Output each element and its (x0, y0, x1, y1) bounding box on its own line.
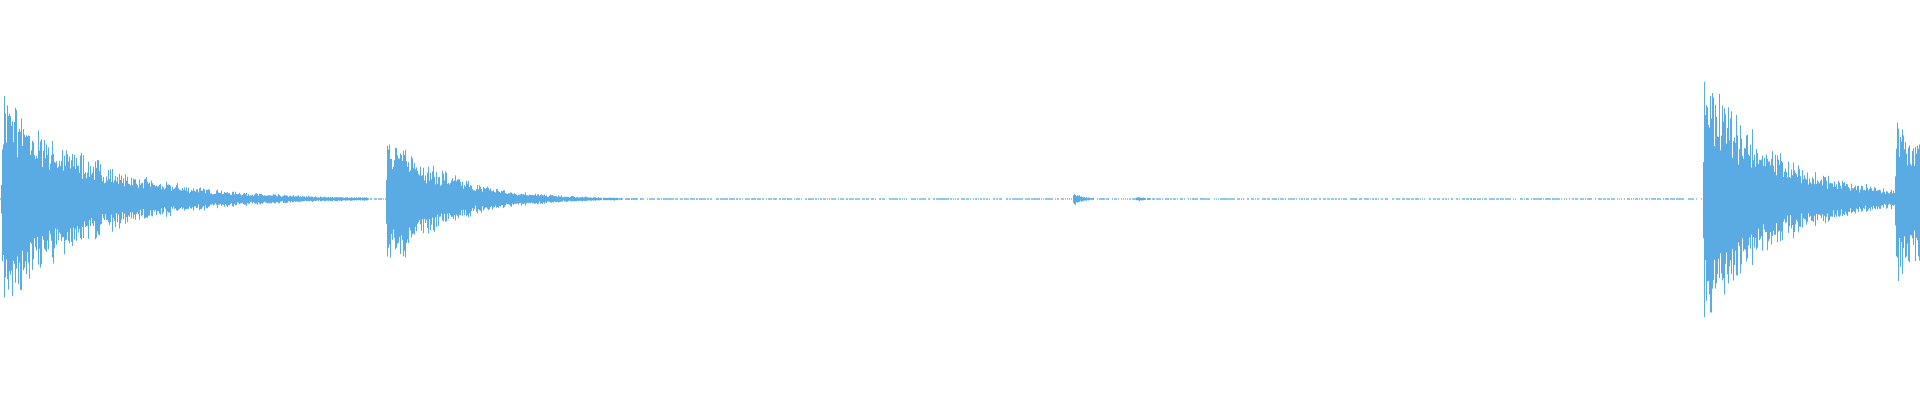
waveform-samples (0, 81, 1920, 318)
